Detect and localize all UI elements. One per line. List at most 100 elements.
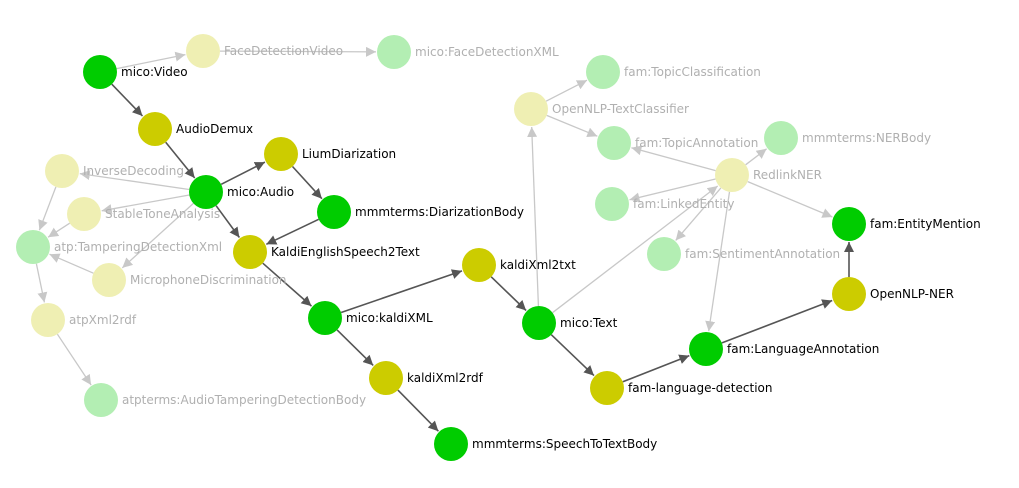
node-circle-lium-diarization[interactable] bbox=[264, 137, 298, 171]
node-fam-linked-entity[interactable]: fam:LinkedEntity bbox=[595, 187, 735, 221]
node-circle-microphone-discrimination[interactable] bbox=[92, 263, 126, 297]
node-label-kaldi-xml2rdf: kaldiXml2rdf bbox=[407, 371, 484, 385]
edge-atp-tampering-detection-xml-to-atp-xml2rdf bbox=[35, 263, 48, 303]
edge-mmmterms-diarization-body-to-kaldi-english-speech2text bbox=[265, 218, 320, 246]
edge-mico-audio-to-inverse-decoding bbox=[79, 170, 190, 191]
node-circle-mico-audio[interactable] bbox=[189, 175, 223, 209]
node-fam-language-annotation[interactable]: fam:LanguageAnnotation bbox=[689, 332, 879, 366]
node-mico-kaldi-xml[interactable]: mico:kaldiXML bbox=[308, 301, 433, 335]
node-kaldi-xml2txt[interactable]: kaldiXml2txt bbox=[462, 248, 576, 282]
node-circle-audio-demux[interactable] bbox=[138, 112, 172, 146]
node-label-mmmterms-diarization-body: mmmterms:DiarizationBody bbox=[355, 205, 524, 219]
node-microphone-discrimination[interactable]: MicrophoneDiscrimination bbox=[92, 263, 287, 297]
edge-kaldi-english-speech2text-to-mico-kaldi-xml bbox=[262, 262, 313, 307]
node-circle-kaldi-xml2rdf[interactable] bbox=[369, 361, 403, 395]
node-atpterms-audio-tampering-detection-body[interactable]: atpterms:AudioTamperingDetectionBody bbox=[84, 383, 366, 417]
node-circle-atpterms-audio-tampering-detection-body[interactable] bbox=[84, 383, 118, 417]
node-circle-mico-face-detection-xml[interactable] bbox=[377, 35, 411, 69]
edge-fam-language-annotation-to-opennlp-ner bbox=[721, 299, 833, 344]
edge-redlink-ner-to-fam-topic-annotation bbox=[631, 145, 716, 172]
edge-opennlp-text-classifier-to-fam-topic-annotation bbox=[546, 114, 598, 138]
node-label-atp-tampering-detection-xml: atp:TamperingDetectionXml bbox=[54, 240, 222, 254]
node-circle-stable-tone-analysis[interactable] bbox=[67, 197, 101, 231]
node-mico-text[interactable]: mico:Text bbox=[522, 306, 618, 340]
edge-redlink-ner-to-fam-entity-mention bbox=[747, 181, 833, 218]
node-label-mico-face-detection-xml: mico:FaceDetectionXML bbox=[415, 45, 559, 59]
edge-microphone-discrimination-to-atp-tampering-detection-xml bbox=[49, 253, 94, 274]
node-label-fam-entity-mention: fam:EntityMention bbox=[870, 217, 981, 231]
node-label-face-detection-video: FaceDetectionVideo bbox=[224, 44, 343, 58]
node-fam-language-detection[interactable]: fam-language-detection bbox=[590, 371, 772, 405]
node-circle-fam-linked-entity[interactable] bbox=[595, 187, 629, 221]
node-kaldi-xml2rdf[interactable]: kaldiXml2rdf bbox=[369, 361, 484, 395]
node-circle-atp-tampering-detection-xml[interactable] bbox=[16, 230, 50, 264]
node-circle-fam-entity-mention[interactable] bbox=[832, 207, 866, 241]
node-redlink-ner[interactable]: RedlinkNER bbox=[715, 158, 822, 192]
node-label-fam-language-detection: fam-language-detection bbox=[628, 381, 772, 395]
edge-kaldi-xml2txt-to-mico-text bbox=[490, 276, 527, 312]
node-circle-opennlp-text-classifier[interactable] bbox=[514, 92, 548, 126]
node-circle-mico-text[interactable] bbox=[522, 306, 556, 340]
edge-atp-xml2rdf-to-atpterms-audio-tampering-detection-body bbox=[56, 333, 92, 386]
node-label-kaldi-xml2txt: kaldiXml2txt bbox=[500, 258, 576, 272]
node-label-mico-video: mico:Video bbox=[121, 65, 188, 79]
node-label-kaldi-english-speech2text: KaldiEnglishSpeech2Text bbox=[271, 245, 420, 259]
node-circle-fam-sentiment-annotation[interactable] bbox=[647, 237, 681, 271]
node-circle-mmmterms-diarization-body[interactable] bbox=[317, 195, 351, 229]
node-circle-mico-video[interactable] bbox=[83, 55, 117, 89]
edge-mico-video-to-audio-demux bbox=[111, 83, 144, 117]
node-fam-sentiment-annotation[interactable]: fam:SentimentAnnotation bbox=[647, 237, 840, 271]
node-opennlp-ner[interactable]: OpenNLP-NER bbox=[832, 277, 954, 311]
node-circle-redlink-ner[interactable] bbox=[715, 158, 749, 192]
node-label-fam-topic-classification: fam:TopicClassification bbox=[624, 65, 761, 79]
node-circle-mmmterms-speech-to-text-body[interactable] bbox=[434, 427, 468, 461]
node-face-detection-video[interactable]: FaceDetectionVideo bbox=[186, 34, 343, 68]
node-circle-fam-topic-annotation[interactable] bbox=[597, 126, 631, 160]
node-label-atpterms-audio-tampering-detection-body: atpterms:AudioTamperingDetectionBody bbox=[122, 393, 366, 407]
node-circle-face-detection-video[interactable] bbox=[186, 34, 220, 68]
edge-mico-kaldi-xml-to-kaldi-xml2txt bbox=[340, 269, 463, 314]
node-circle-mico-kaldi-xml[interactable] bbox=[308, 301, 342, 335]
node-label-atp-xml2rdf: atpXml2rdf bbox=[69, 313, 137, 327]
edges-layer bbox=[35, 46, 854, 432]
node-label-fam-sentiment-annotation: fam:SentimentAnnotation bbox=[685, 247, 840, 261]
node-audio-demux[interactable]: AudioDemux bbox=[138, 112, 253, 146]
node-circle-kaldi-english-speech2text[interactable] bbox=[233, 235, 267, 269]
node-mmmterms-speech-to-text-body[interactable]: mmmterms:SpeechToTextBody bbox=[434, 427, 657, 461]
node-circle-atp-xml2rdf[interactable] bbox=[31, 303, 65, 337]
node-circle-inverse-decoding[interactable] bbox=[45, 154, 79, 188]
node-label-mico-kaldi-xml: mico:kaldiXML bbox=[346, 311, 433, 325]
node-kaldi-english-speech2text[interactable]: KaldiEnglishSpeech2Text bbox=[233, 235, 420, 269]
node-label-redlink-ner: RedlinkNER bbox=[753, 168, 822, 182]
node-circle-kaldi-xml2txt[interactable] bbox=[462, 248, 496, 282]
node-fam-entity-mention[interactable]: fam:EntityMention bbox=[832, 207, 981, 241]
edge-redlink-ner-to-fam-language-annotation bbox=[705, 191, 731, 332]
node-label-mmmterms-ner-body: mmmterms:NERBody bbox=[802, 131, 931, 145]
node-mmmterms-diarization-body[interactable]: mmmterms:DiarizationBody bbox=[317, 195, 524, 229]
node-opennlp-text-classifier[interactable]: OpenNLP-TextClassifier bbox=[514, 92, 689, 126]
node-circle-fam-topic-classification[interactable] bbox=[586, 55, 620, 89]
node-fam-topic-annotation[interactable]: fam:TopicAnnotation bbox=[597, 126, 758, 160]
node-atp-xml2rdf[interactable]: atpXml2rdf bbox=[31, 303, 137, 337]
node-circle-mmmterms-ner-body[interactable] bbox=[764, 121, 798, 155]
node-stable-tone-analysis[interactable]: StableToneAnalysis bbox=[67, 197, 220, 231]
node-mico-video[interactable]: mico:Video bbox=[83, 55, 188, 89]
node-mico-audio[interactable]: mico:Audio bbox=[189, 175, 294, 209]
edge-face-detection-video-to-mico-face-detection-xml bbox=[219, 46, 377, 57]
edge-audio-demux-to-mico-audio bbox=[165, 141, 196, 179]
node-label-inverse-decoding: InverseDecoding bbox=[83, 164, 184, 178]
node-mico-face-detection-xml[interactable]: mico:FaceDetectionXML bbox=[377, 35, 559, 69]
node-inverse-decoding[interactable]: InverseDecoding bbox=[45, 154, 184, 188]
node-lium-diarization[interactable]: LiumDiarization bbox=[264, 137, 396, 171]
edge-stable-tone-analysis-to-atp-tampering-detection-xml bbox=[47, 222, 71, 238]
edge-redlink-ner-to-fam-sentiment-annotation bbox=[675, 187, 722, 241]
node-label-lium-diarization: LiumDiarization bbox=[302, 147, 396, 161]
node-circle-opennlp-ner[interactable] bbox=[832, 277, 866, 311]
node-label-fam-linked-entity: fam:LinkedEntity bbox=[633, 197, 735, 211]
node-fam-topic-classification[interactable]: fam:TopicClassification bbox=[586, 55, 761, 89]
node-mmmterms-ner-body[interactable]: mmmterms:NERBody bbox=[764, 121, 931, 155]
node-label-opennlp-text-classifier: OpenNLP-TextClassifier bbox=[552, 102, 689, 116]
node-circle-fam-language-annotation[interactable] bbox=[689, 332, 723, 366]
node-circle-fam-language-detection[interactable] bbox=[590, 371, 624, 405]
node-atp-tampering-detection-xml[interactable]: atp:TamperingDetectionXml bbox=[16, 230, 222, 264]
